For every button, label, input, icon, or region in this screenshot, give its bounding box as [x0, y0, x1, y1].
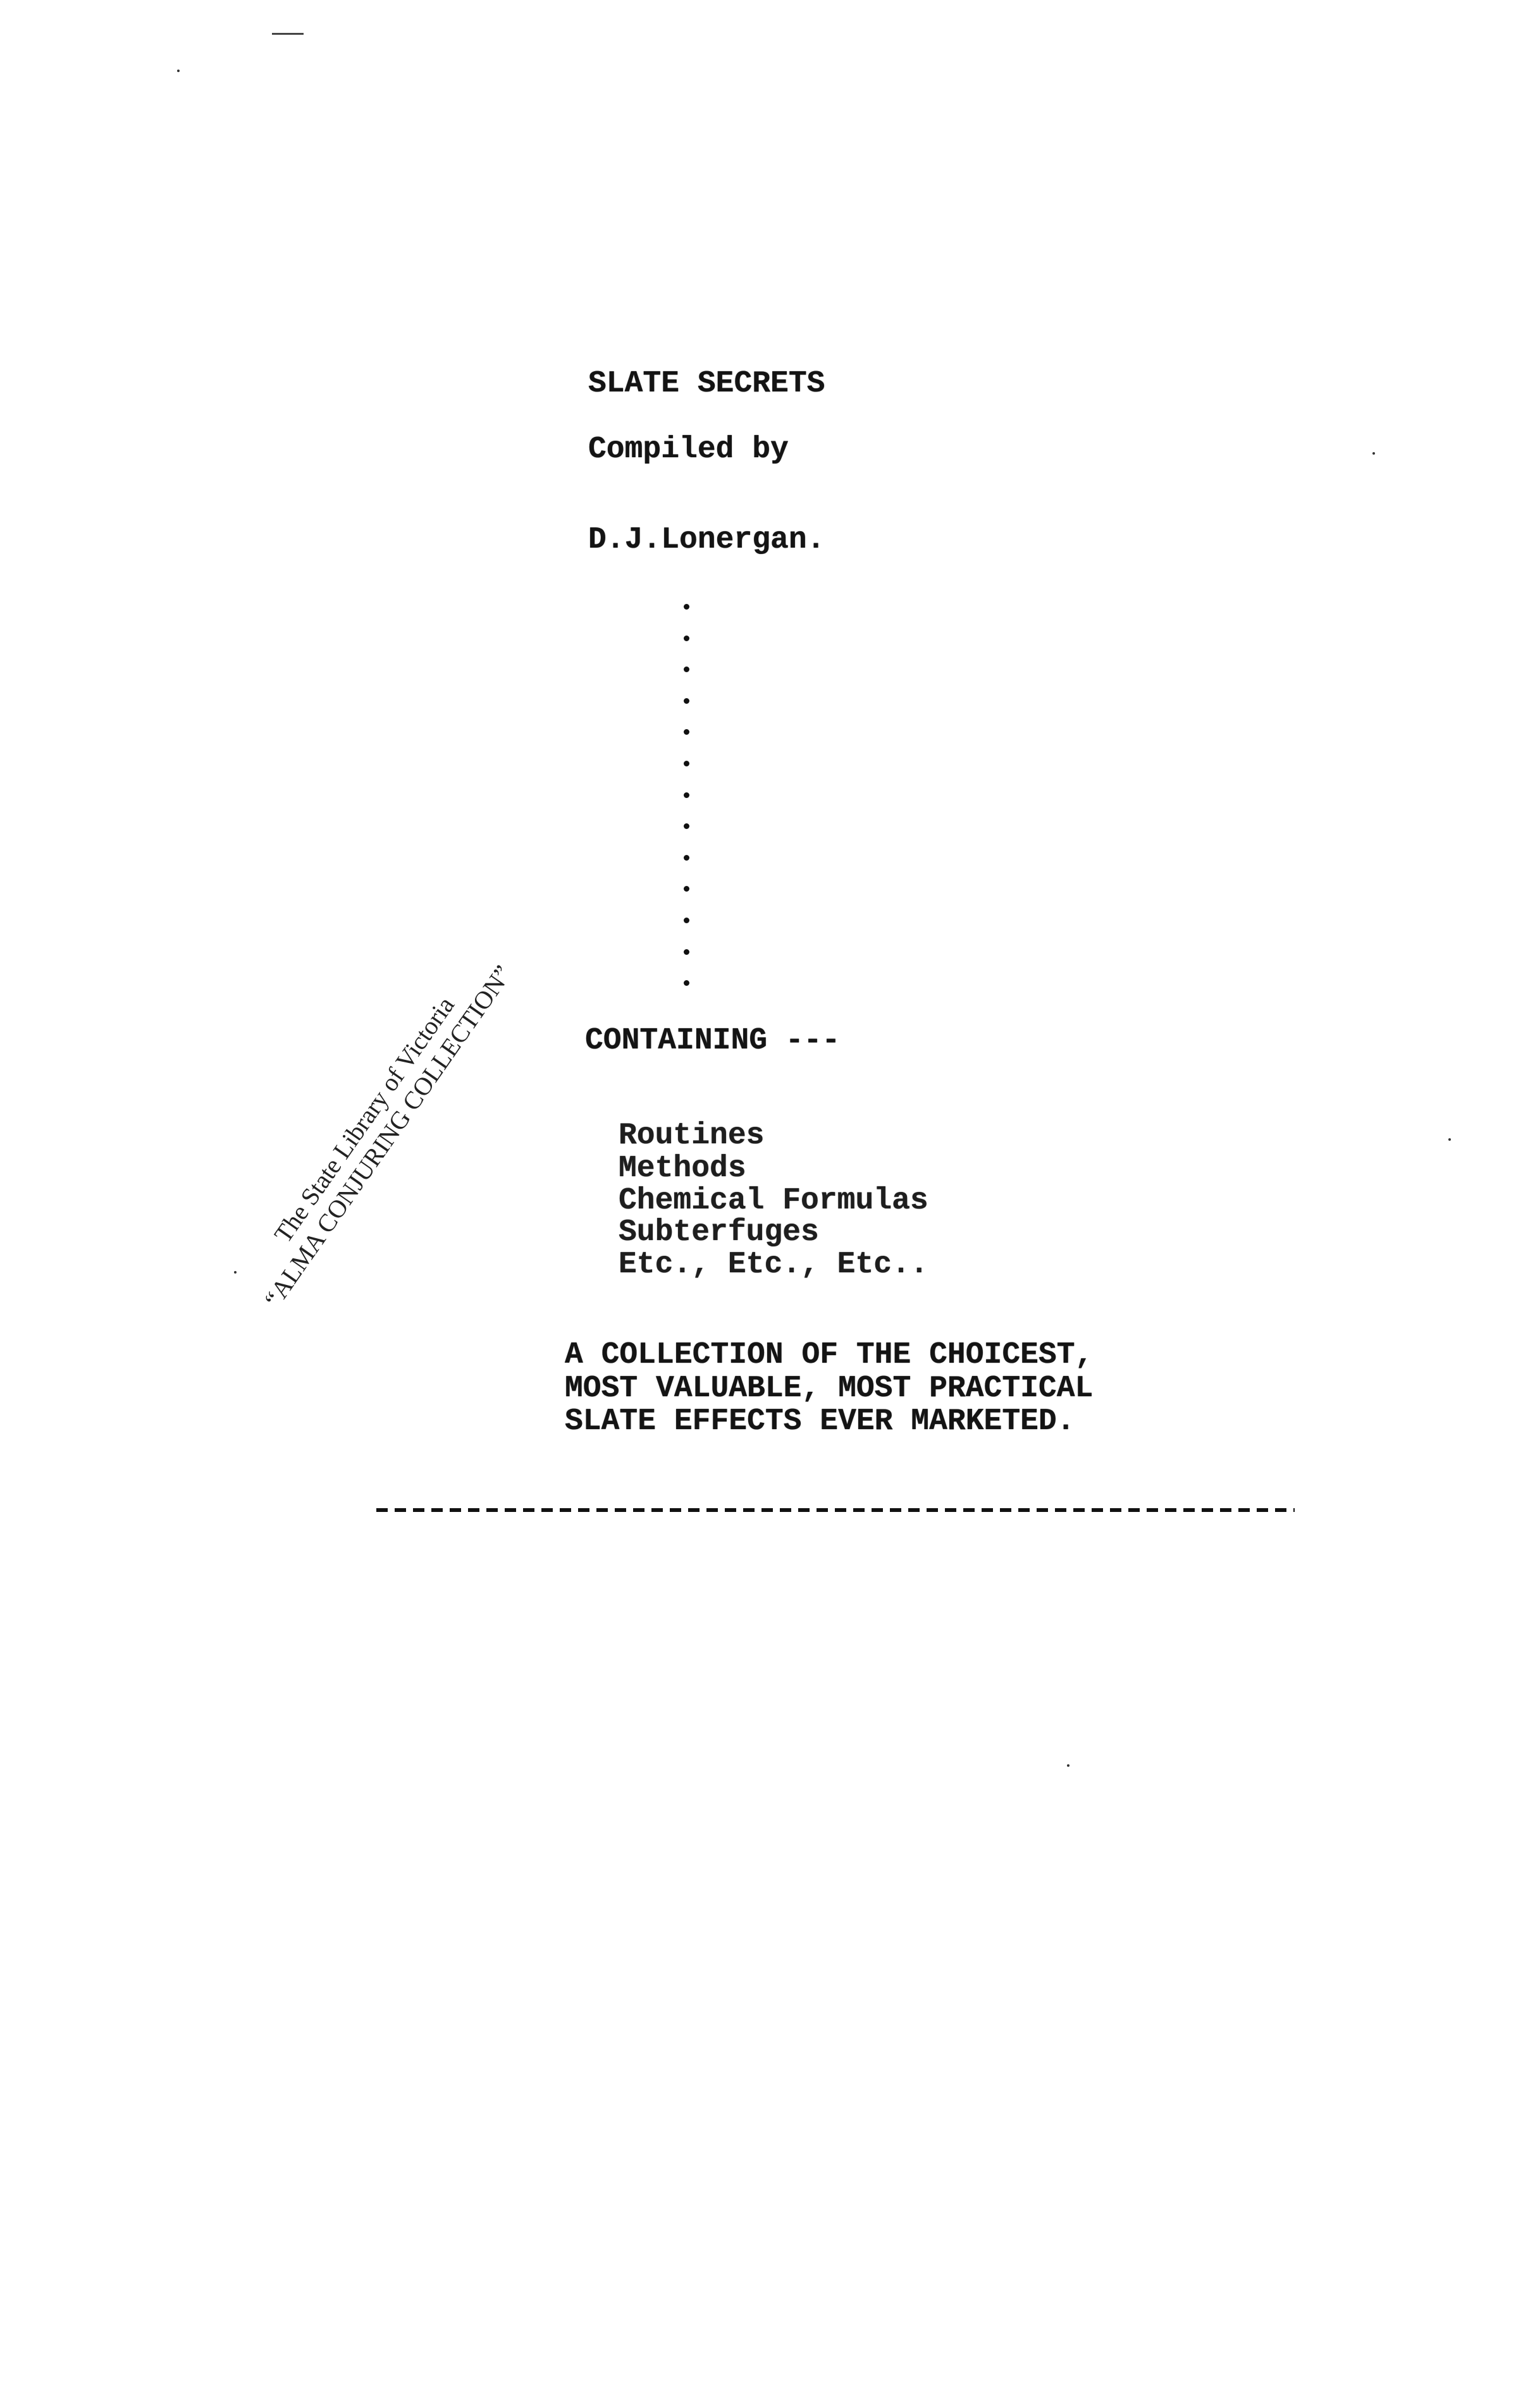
contents-item: Methods	[619, 1152, 746, 1186]
leader-dot	[684, 823, 689, 830]
leader-dot	[684, 918, 689, 923]
contents-item: Routines	[619, 1119, 765, 1153]
description-line: SLATE EFFECTS EVER MARKETED.	[565, 1404, 1075, 1439]
leader-dot	[684, 761, 689, 766]
leader-dot	[684, 729, 689, 735]
speck	[1067, 1764, 1070, 1767]
description-line: A COLLECTION OF THE CHOICEST,	[565, 1338, 1094, 1372]
leader-dot	[684, 604, 689, 610]
leader-dot	[684, 854, 689, 861]
speck	[177, 70, 180, 72]
stamp-line-2: “ALMA CONJURING COLLECTION”	[258, 960, 517, 1313]
speck	[1448, 1138, 1451, 1141]
document-title: SLATE SECRETS	[588, 367, 825, 401]
contents-item: Etc., Etc., Etc..	[619, 1248, 928, 1282]
speck	[234, 1271, 237, 1274]
leader-dot	[684, 792, 689, 798]
leader-dot	[684, 666, 689, 673]
stamp-line-1: The State Library of Victoria	[268, 991, 460, 1248]
dashed-divider	[376, 1508, 1295, 1512]
author-name: D.J.Lonergan.	[588, 523, 825, 557]
leader-dot	[684, 697, 689, 704]
leader-dot	[684, 635, 689, 641]
contents-item: Subterfuges	[619, 1215, 819, 1250]
description-line: MOST VALUABLE, MOST PRACTICAL	[565, 1372, 1094, 1406]
leader-dot	[684, 949, 689, 955]
speck	[1372, 452, 1375, 455]
leader-dot	[684, 886, 689, 892]
containing-label: CONTAINING ---	[585, 1024, 841, 1058]
scan-mark	[272, 33, 304, 35]
compiled-by-label: Compiled by	[588, 433, 789, 467]
contents-item: Chemical Formulas	[619, 1184, 928, 1218]
library-stamp: The State Library of Victoria “ALMA CONJ…	[235, 943, 518, 1313]
leader-dot	[684, 980, 689, 986]
